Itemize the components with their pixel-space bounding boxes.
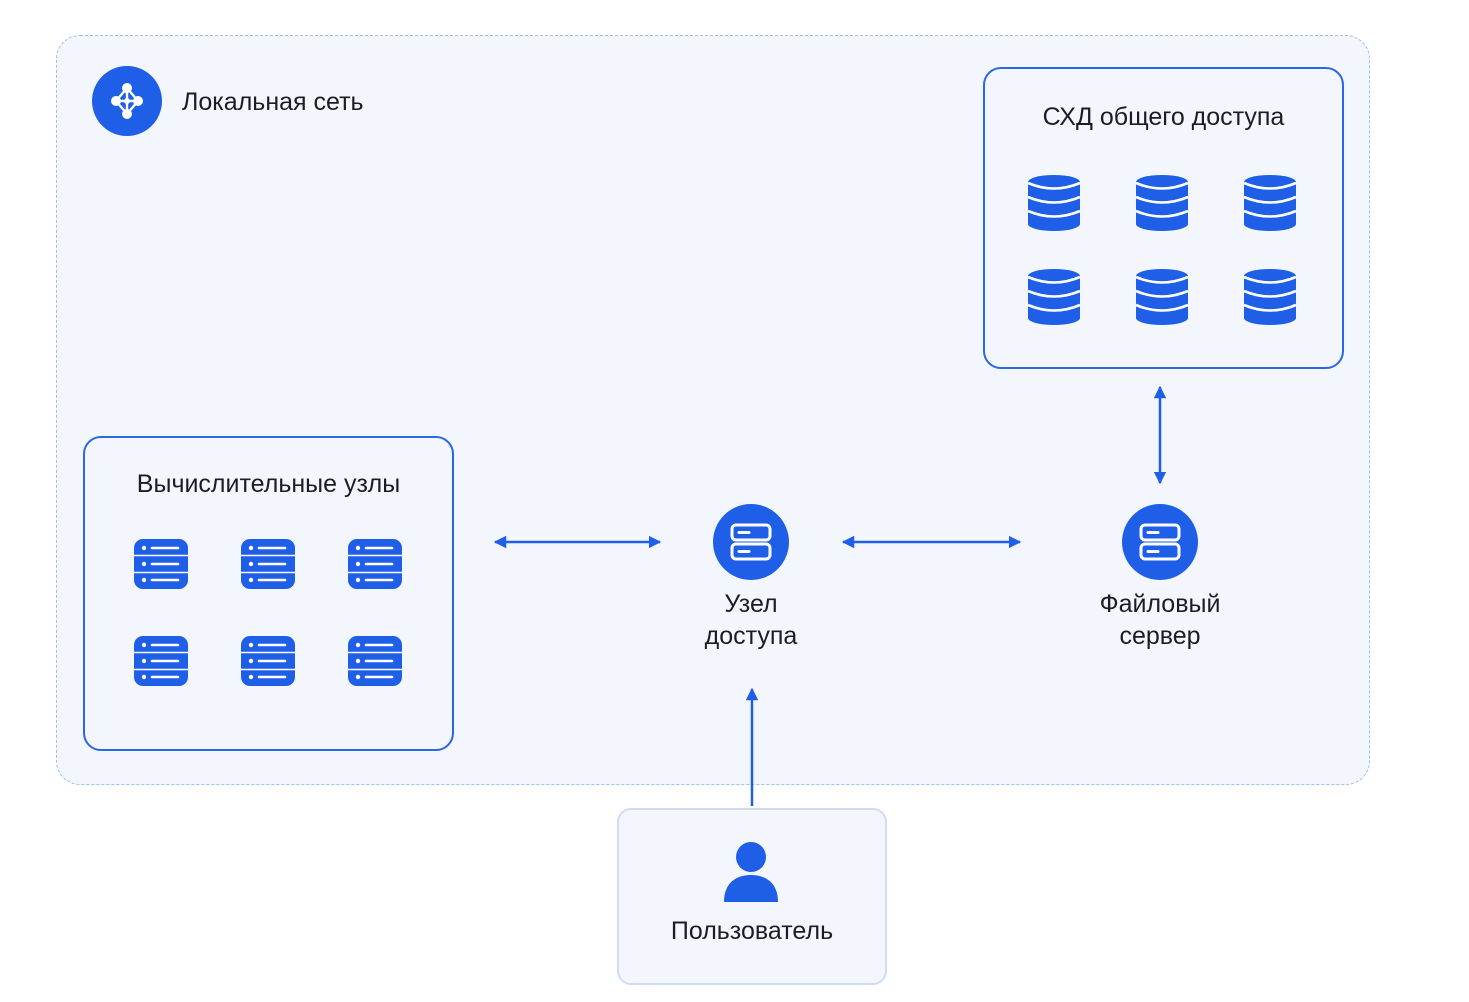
- user-icon: [722, 840, 780, 902]
- file-server-icon: [1122, 504, 1198, 580]
- database-icon: [1243, 268, 1297, 326]
- database-icon: [1027, 268, 1081, 326]
- server-rack-icon: [347, 538, 403, 590]
- server-rack-icon: [240, 538, 296, 590]
- access-node-server-icon: [713, 504, 789, 580]
- compute-nodes-title: Вычислительные узлы: [136, 470, 401, 498]
- network-hub-icon: [92, 66, 162, 136]
- storage-grid: [983, 170, 1344, 330]
- user-label: Пользователь: [670, 917, 834, 945]
- server-rack-icon: [347, 635, 403, 687]
- server-rack-icon: [133, 635, 189, 687]
- server-rack-icon: [240, 635, 296, 687]
- database-icon: [1135, 268, 1189, 326]
- file-server-label: Файловый сервер: [1099, 590, 1221, 650]
- database-icon: [1135, 174, 1189, 232]
- local-network-title: Локальная сеть: [182, 88, 364, 116]
- access-node-label: Узел доступа: [704, 590, 798, 650]
- database-icon: [1027, 174, 1081, 232]
- server-rack-icon: [133, 538, 189, 590]
- compute-grid: [83, 534, 454, 694]
- shared-storage-title: СХД общего доступа: [1042, 103, 1285, 131]
- compute-nodes-panel: [83, 436, 454, 751]
- database-icon: [1243, 174, 1297, 232]
